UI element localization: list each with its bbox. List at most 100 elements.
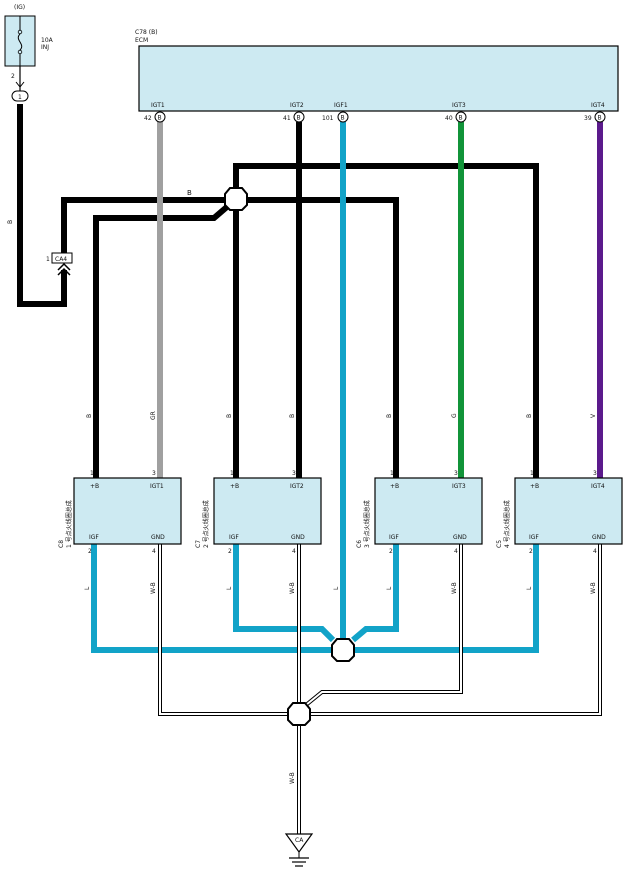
ca4-label: CA4 bbox=[55, 256, 67, 263]
ground-label: CA bbox=[295, 837, 304, 844]
junction-gnd bbox=[287, 702, 311, 726]
junction-blue bbox=[331, 638, 355, 662]
fuse-connector bbox=[11, 90, 29, 102]
ecm-terminal-label: IGF1 bbox=[334, 102, 348, 109]
coil-connector: C5 bbox=[496, 540, 503, 548]
ecm-name: ECM bbox=[135, 37, 148, 44]
coil-terminal: IGF bbox=[89, 534, 99, 541]
coil-pin: 4 bbox=[593, 548, 597, 555]
ecm-terminal-pin: 101 bbox=[322, 115, 334, 122]
ecm-terminal-label: IGT1 bbox=[151, 102, 165, 109]
coil-pin: 3 bbox=[292, 470, 296, 477]
coil-terminal: GND bbox=[453, 534, 467, 541]
ecm-terminal-circle bbox=[154, 111, 166, 123]
ecm-terminals: IGT1 42 B IGT2 41 B IGF1 101 B IGT3 40 B… bbox=[144, 102, 606, 123]
wire-igf-coil4 bbox=[353, 544, 539, 653]
ecm-terminal-circle bbox=[455, 111, 467, 123]
ecm-terminal-circle bbox=[337, 111, 349, 123]
coil-pin: 3 bbox=[454, 470, 458, 477]
wire-igf-coil1 bbox=[91, 544, 333, 653]
wire-label: W-B bbox=[289, 582, 296, 594]
coil-terminal: GND bbox=[151, 534, 165, 541]
coil-terminal: IGT3 bbox=[452, 483, 466, 490]
coil-terminal: +B bbox=[230, 483, 239, 490]
ecm-terminal-pin: 42 bbox=[144, 115, 152, 122]
coil-pin: 2 bbox=[389, 548, 393, 555]
ignition-coil-3: 1 3 +B IGT3 IGF GND 2 4 C6 3 号点火线圈总成 bbox=[356, 470, 483, 555]
ca4-chevron-icon bbox=[57, 262, 71, 276]
ecm-terminal-tag: B bbox=[341, 115, 345, 122]
coil-pin: 1 bbox=[390, 470, 394, 477]
wire-label: L bbox=[226, 586, 233, 590]
wire-igf-coil3 bbox=[351, 544, 399, 643]
wire-label: W-B bbox=[590, 582, 597, 594]
coil-connector: C7 bbox=[195, 540, 202, 548]
wire-label: L bbox=[526, 586, 533, 590]
wire-label: W-B bbox=[451, 582, 458, 594]
fuse-connector-label: 1 bbox=[18, 94, 22, 101]
ecm-terminal-circle bbox=[293, 111, 305, 123]
coil-pin: 4 bbox=[292, 548, 296, 555]
ecm-terminal-pin: 40 bbox=[445, 115, 453, 122]
coil-terminal: IGF bbox=[529, 534, 539, 541]
junction-black bbox=[224, 187, 248, 211]
ecm-terminal-label: IGT2 bbox=[290, 102, 304, 109]
ignition-coil-2: 1 3 +B IGT2 IGF GND 2 4 C7 2 号点火线圈总成 bbox=[195, 470, 322, 555]
wire-label: B bbox=[289, 414, 296, 418]
wire-label: W-B bbox=[150, 582, 157, 594]
fuse-pin: 2 bbox=[11, 73, 15, 80]
ecm-box bbox=[138, 45, 619, 112]
ecm-terminal-tag: B bbox=[158, 115, 162, 122]
coil-terminal: +B bbox=[390, 483, 399, 490]
wire-label: W-B bbox=[289, 772, 296, 784]
coil-connector: C6 bbox=[356, 540, 363, 548]
fuse-arrow-icon bbox=[15, 81, 25, 88]
coil-description: 3 号点火线圈总成 bbox=[363, 500, 371, 548]
wire-fuse-to-ca4 bbox=[17, 104, 67, 307]
ecm-terminal-tag: B bbox=[598, 115, 602, 122]
coil-pin: 1 bbox=[90, 470, 94, 477]
wire-label: V bbox=[590, 413, 597, 418]
wire-b-coil4 bbox=[233, 163, 539, 478]
wire-main-bus bbox=[61, 197, 225, 254]
coil-description: 4 号点火线圈总成 bbox=[503, 500, 511, 548]
coil-terminal: IGT4 bbox=[591, 483, 605, 490]
coil-pin: 1 bbox=[230, 470, 234, 477]
wire-b-coil1 bbox=[93, 203, 230, 478]
wire-label: B bbox=[526, 414, 533, 418]
wire-label: GR bbox=[150, 411, 157, 420]
coil-description: 1 号点火线圈总成 bbox=[65, 500, 73, 548]
ca4-connector bbox=[51, 252, 73, 264]
coil-terminal: GND bbox=[592, 534, 606, 541]
ecm-connector: C78 (B) bbox=[135, 29, 158, 36]
ignition-coil-1: 1 3 +B IGT1 IGF GND 2 4 C8 1 号点火线圈总成 bbox=[58, 470, 182, 555]
fuse-icon bbox=[17, 16, 23, 66]
ecm-terminal-tag: B bbox=[297, 115, 301, 122]
coil-pin: 3 bbox=[152, 470, 156, 477]
wire-label: B bbox=[86, 414, 93, 418]
ecm-terminal-label: IGT4 bbox=[591, 102, 605, 109]
ignition-coil-4: 1 3 +B IGT4 IGF GND 2 4 C5 4 号点火线圈总成 bbox=[496, 470, 623, 555]
ecm-terminal-pin: 39 bbox=[584, 115, 592, 122]
coil-pin: 1 bbox=[530, 470, 534, 477]
fuse-source: (IG) bbox=[14, 4, 25, 11]
wire-b-coil3 bbox=[246, 197, 399, 478]
wire-label: B bbox=[386, 414, 393, 418]
fuse-name: INJ bbox=[41, 44, 49, 51]
wire-label: G bbox=[451, 413, 458, 418]
coil-terminal: IGF bbox=[389, 534, 399, 541]
wire-label: L bbox=[333, 586, 340, 590]
ecm-terminal-tag: B bbox=[459, 115, 463, 122]
fuse-rating: 10A bbox=[41, 37, 54, 44]
ground-icon bbox=[284, 833, 314, 867]
ecm-terminal-circle bbox=[594, 111, 606, 123]
coil-terminal: +B bbox=[530, 483, 539, 490]
wire-label-main-bus: B bbox=[187, 189, 192, 197]
coil-pin: 3 bbox=[593, 470, 597, 477]
wire-color-labels: B GR B B B G B V L W-B L W-B L L W-B L W… bbox=[84, 411, 597, 784]
wire-label: L bbox=[386, 586, 393, 590]
coil-terminal: +B bbox=[90, 483, 99, 490]
wire-label: L bbox=[84, 586, 91, 590]
wire-igf-coil2 bbox=[233, 544, 336, 643]
